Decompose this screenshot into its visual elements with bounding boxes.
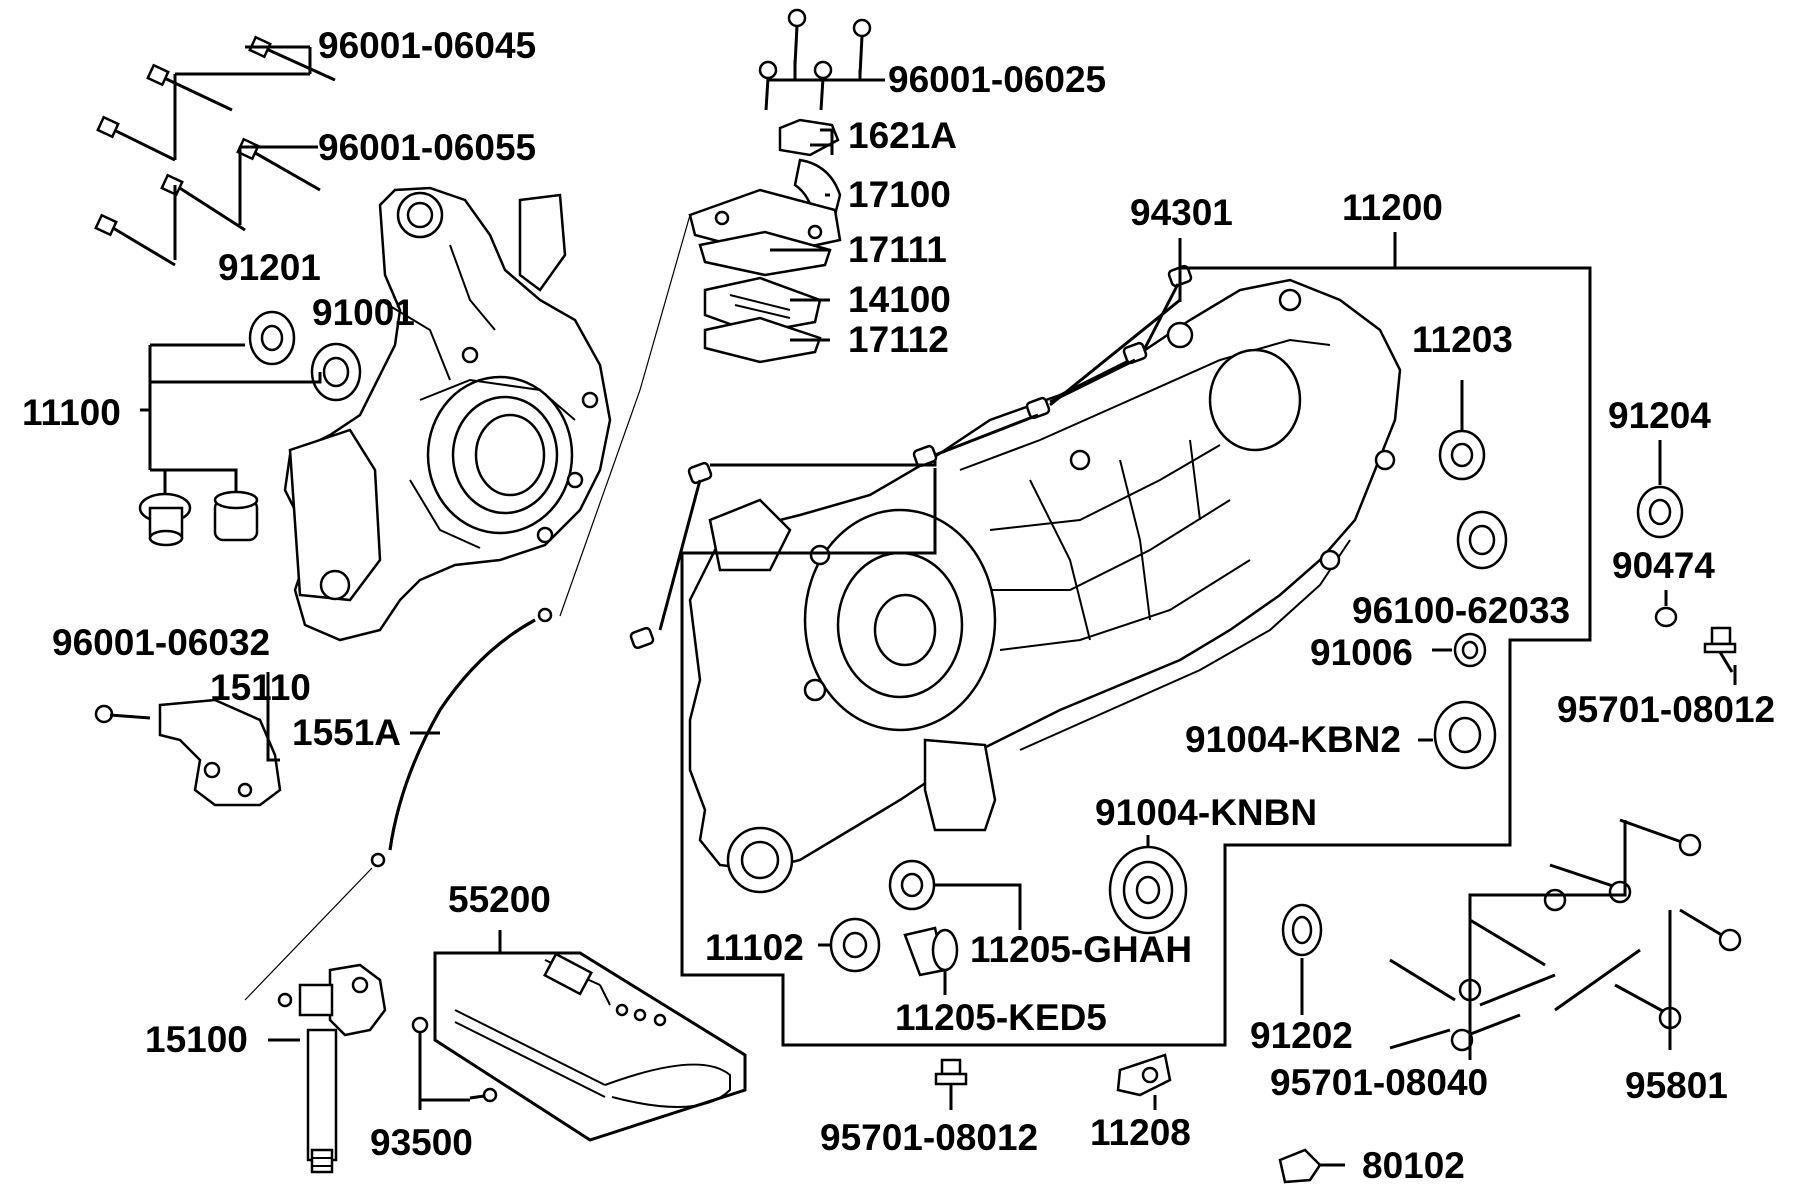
label-95701-08012-bottom: 95701-08012: [820, 1117, 1038, 1158]
label-96001-06032: 96001-06032: [52, 622, 270, 663]
bushing-11205-GHAH: [888, 859, 936, 911]
right-crankcase-half: [688, 278, 1402, 894]
hose-1551A: [370, 607, 553, 868]
bolt-95701-08012-bottom: [934, 1058, 968, 1110]
label-91201: 91201: [218, 247, 321, 288]
screws-93500: [411, 1016, 498, 1103]
label-11100: 11100: [22, 392, 121, 433]
label-91001: 91001: [312, 292, 415, 333]
label-11205-GHAH: 11205-GHAH: [970, 929, 1192, 970]
label-96001-06025: 96001-06025: [888, 59, 1106, 100]
oil-pump-15100: [277, 963, 387, 1174]
label-14100: 14100: [848, 279, 951, 320]
seal-91204: [1636, 485, 1684, 539]
label-11208: 11208: [1090, 1112, 1191, 1153]
label-17112: 17112: [848, 319, 949, 360]
bushing-11205-KED5: [903, 926, 959, 977]
label-91006: 91006: [1310, 632, 1413, 673]
bearing-96100-62033: [1456, 510, 1508, 570]
clip-11208: [1116, 1053, 1172, 1097]
label-17100: 17100: [848, 174, 951, 215]
seal-91202: [1281, 903, 1323, 957]
label-95801: 95801: [1625, 1065, 1728, 1106]
label-95701-08040: 95701-08040: [1270, 1062, 1488, 1103]
bearing-91004-KBN2: [1433, 700, 1497, 770]
label-91004-KNBN: 91004-KNBN: [1095, 792, 1317, 833]
label-80102: 80102: [1362, 1145, 1465, 1186]
bracket-15110: [158, 698, 282, 807]
label-96001-06055: 96001-06055: [318, 127, 536, 168]
reed-valve-14100: [703, 276, 822, 335]
bushing-11100-a: [138, 492, 192, 547]
bolt-96001-06032: [94, 704, 151, 724]
bracket-80102: [1278, 1148, 1322, 1184]
label-17111: 17111: [848, 229, 947, 270]
label-55200: 55200: [448, 879, 551, 920]
bearing-11102: [829, 917, 881, 973]
label-91202: 91202: [1250, 1015, 1353, 1056]
label-1621A: 1621A: [848, 115, 957, 156]
label-11203: 11203: [1412, 319, 1513, 360]
label-11205-KED5: 11205-KED5: [895, 997, 1107, 1038]
oil-line-kit-55200: [433, 951, 747, 1142]
bearing-91004-KNBN: [1108, 845, 1188, 935]
bolts-96001-06045: [94, 35, 336, 267]
bearing-91201: [248, 310, 296, 366]
label-11102: 11102: [705, 927, 804, 968]
label-1551A: 1551A: [292, 712, 401, 753]
label-15110: 15110: [210, 667, 311, 708]
bolt-95701-08012-right: [1703, 626, 1737, 673]
washer-90474: [1654, 606, 1678, 628]
bearing-91001: [310, 342, 362, 402]
label-11200: 11200: [1342, 187, 1443, 228]
label-96100-62033: 96100-62033: [1352, 590, 1570, 631]
label-93500: 93500: [370, 1122, 473, 1163]
label-95701-08012-right: 95701-08012: [1557, 689, 1775, 730]
label-15100: 15100: [145, 1019, 248, 1060]
bolts-96001-06025: [758, 8, 872, 111]
bushing-11100-b: [213, 490, 259, 542]
label-96001-06045: 96001-06045: [318, 25, 536, 66]
label-90474: 90474: [1612, 545, 1715, 586]
label-91004-KBN2: 91004-KBN2: [1185, 719, 1401, 760]
left-crankcase-half: [283, 186, 612, 642]
bearing-91006: [1453, 632, 1487, 668]
bearing-11203: [1438, 429, 1486, 481]
bolts-95701-08040: [1389, 888, 1641, 1052]
dowel-pins-94301: [629, 264, 1193, 650]
label-91204: 91204: [1608, 395, 1711, 436]
bolts-95801: [1549, 818, 1742, 1030]
label-94301: 94301: [1130, 192, 1233, 233]
gasket-17112: [703, 316, 822, 364]
gasket-17111: [698, 230, 832, 277]
